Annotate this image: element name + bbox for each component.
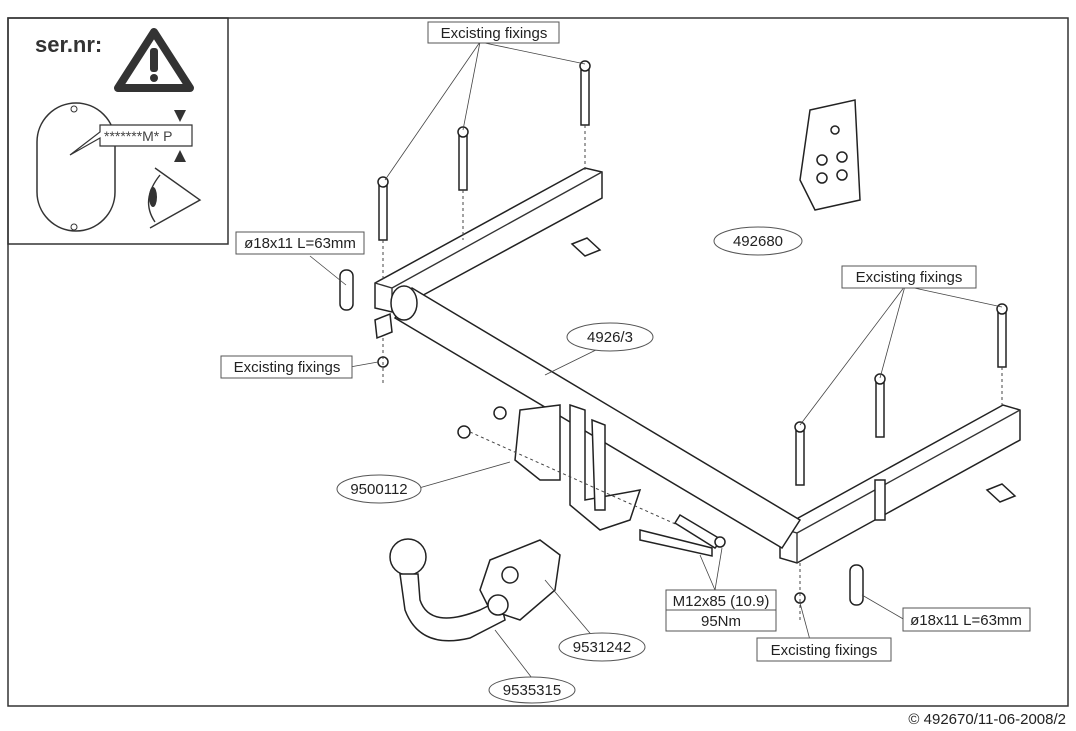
leader-lines	[309, 41, 1003, 683]
label-fixings-bottom: Excisting fixings	[756, 637, 892, 662]
part-label-4926-3: 4926/3	[566, 322, 654, 352]
svg-text:Excisting fixings: Excisting fixings	[441, 25, 548, 42]
spacer-tube-left	[339, 269, 354, 311]
type-plate-icon: *******M* P	[36, 102, 193, 232]
part-label-9535315: 9535315	[488, 676, 576, 704]
bolts	[639, 513, 726, 557]
svg-text:Excisting fixings: Excisting fixings	[234, 359, 341, 376]
label-bolt-spec: M12x85 (10.9) 95Nm	[665, 589, 777, 632]
eye-icon	[147, 167, 202, 229]
svg-text:ø18x11 L=63mm: ø18x11 L=63mm	[244, 235, 356, 252]
outer-frame	[7, 17, 1069, 707]
label-fixings-right: Excisting fixings	[841, 265, 977, 289]
svg-text:9535315: 9535315	[503, 682, 561, 699]
bracket-kit-part	[799, 99, 861, 211]
label-fixings-left: Excisting fixings	[220, 355, 353, 379]
svg-text:Excisting fixings: Excisting fixings	[771, 642, 878, 659]
part-label-9531242: 9531242	[558, 632, 646, 662]
svg-text:4926/3: 4926/3	[587, 329, 633, 346]
left-side-rail	[374, 167, 603, 340]
svg-text:Excisting fixings: Excisting fixings	[856, 269, 963, 286]
part-label-9500112: 9500112	[336, 474, 422, 504]
label-spacer-right: ø18x11 L=63mm	[902, 607, 1031, 632]
copyright-footer: © 492670/11-06-2008/2	[908, 711, 1066, 728]
label-spacer-left: ø18x11 L=63mm	[235, 231, 365, 255]
svg-text:ø18x11 L=63mm: ø18x11 L=63mm	[910, 612, 1022, 629]
serial-label: ser.nr:	[35, 32, 102, 57]
svg-text:9500112: 9500112	[350, 481, 407, 498]
mounting-brackets	[457, 403, 701, 536]
part-label-492680: 492680	[713, 226, 803, 256]
right-side-rail	[779, 404, 1021, 564]
plate-code: *******M* P	[104, 128, 172, 144]
label-fixings-top: Excisting fixings	[427, 21, 560, 44]
svg-text:9531242: 9531242	[573, 639, 631, 656]
crossbar-tube	[390, 285, 802, 550]
svg-text:M12x85 (10.9): M12x85 (10.9)	[673, 593, 770, 610]
spacer-tube-right	[849, 564, 864, 606]
svg-text:492680: 492680	[733, 233, 783, 250]
inset-frame	[7, 17, 229, 245]
svg-text:95Nm: 95Nm	[701, 613, 741, 630]
fixing-bolts	[377, 60, 1008, 620]
warning-icon	[114, 28, 194, 92]
towball-part	[389, 538, 561, 642]
